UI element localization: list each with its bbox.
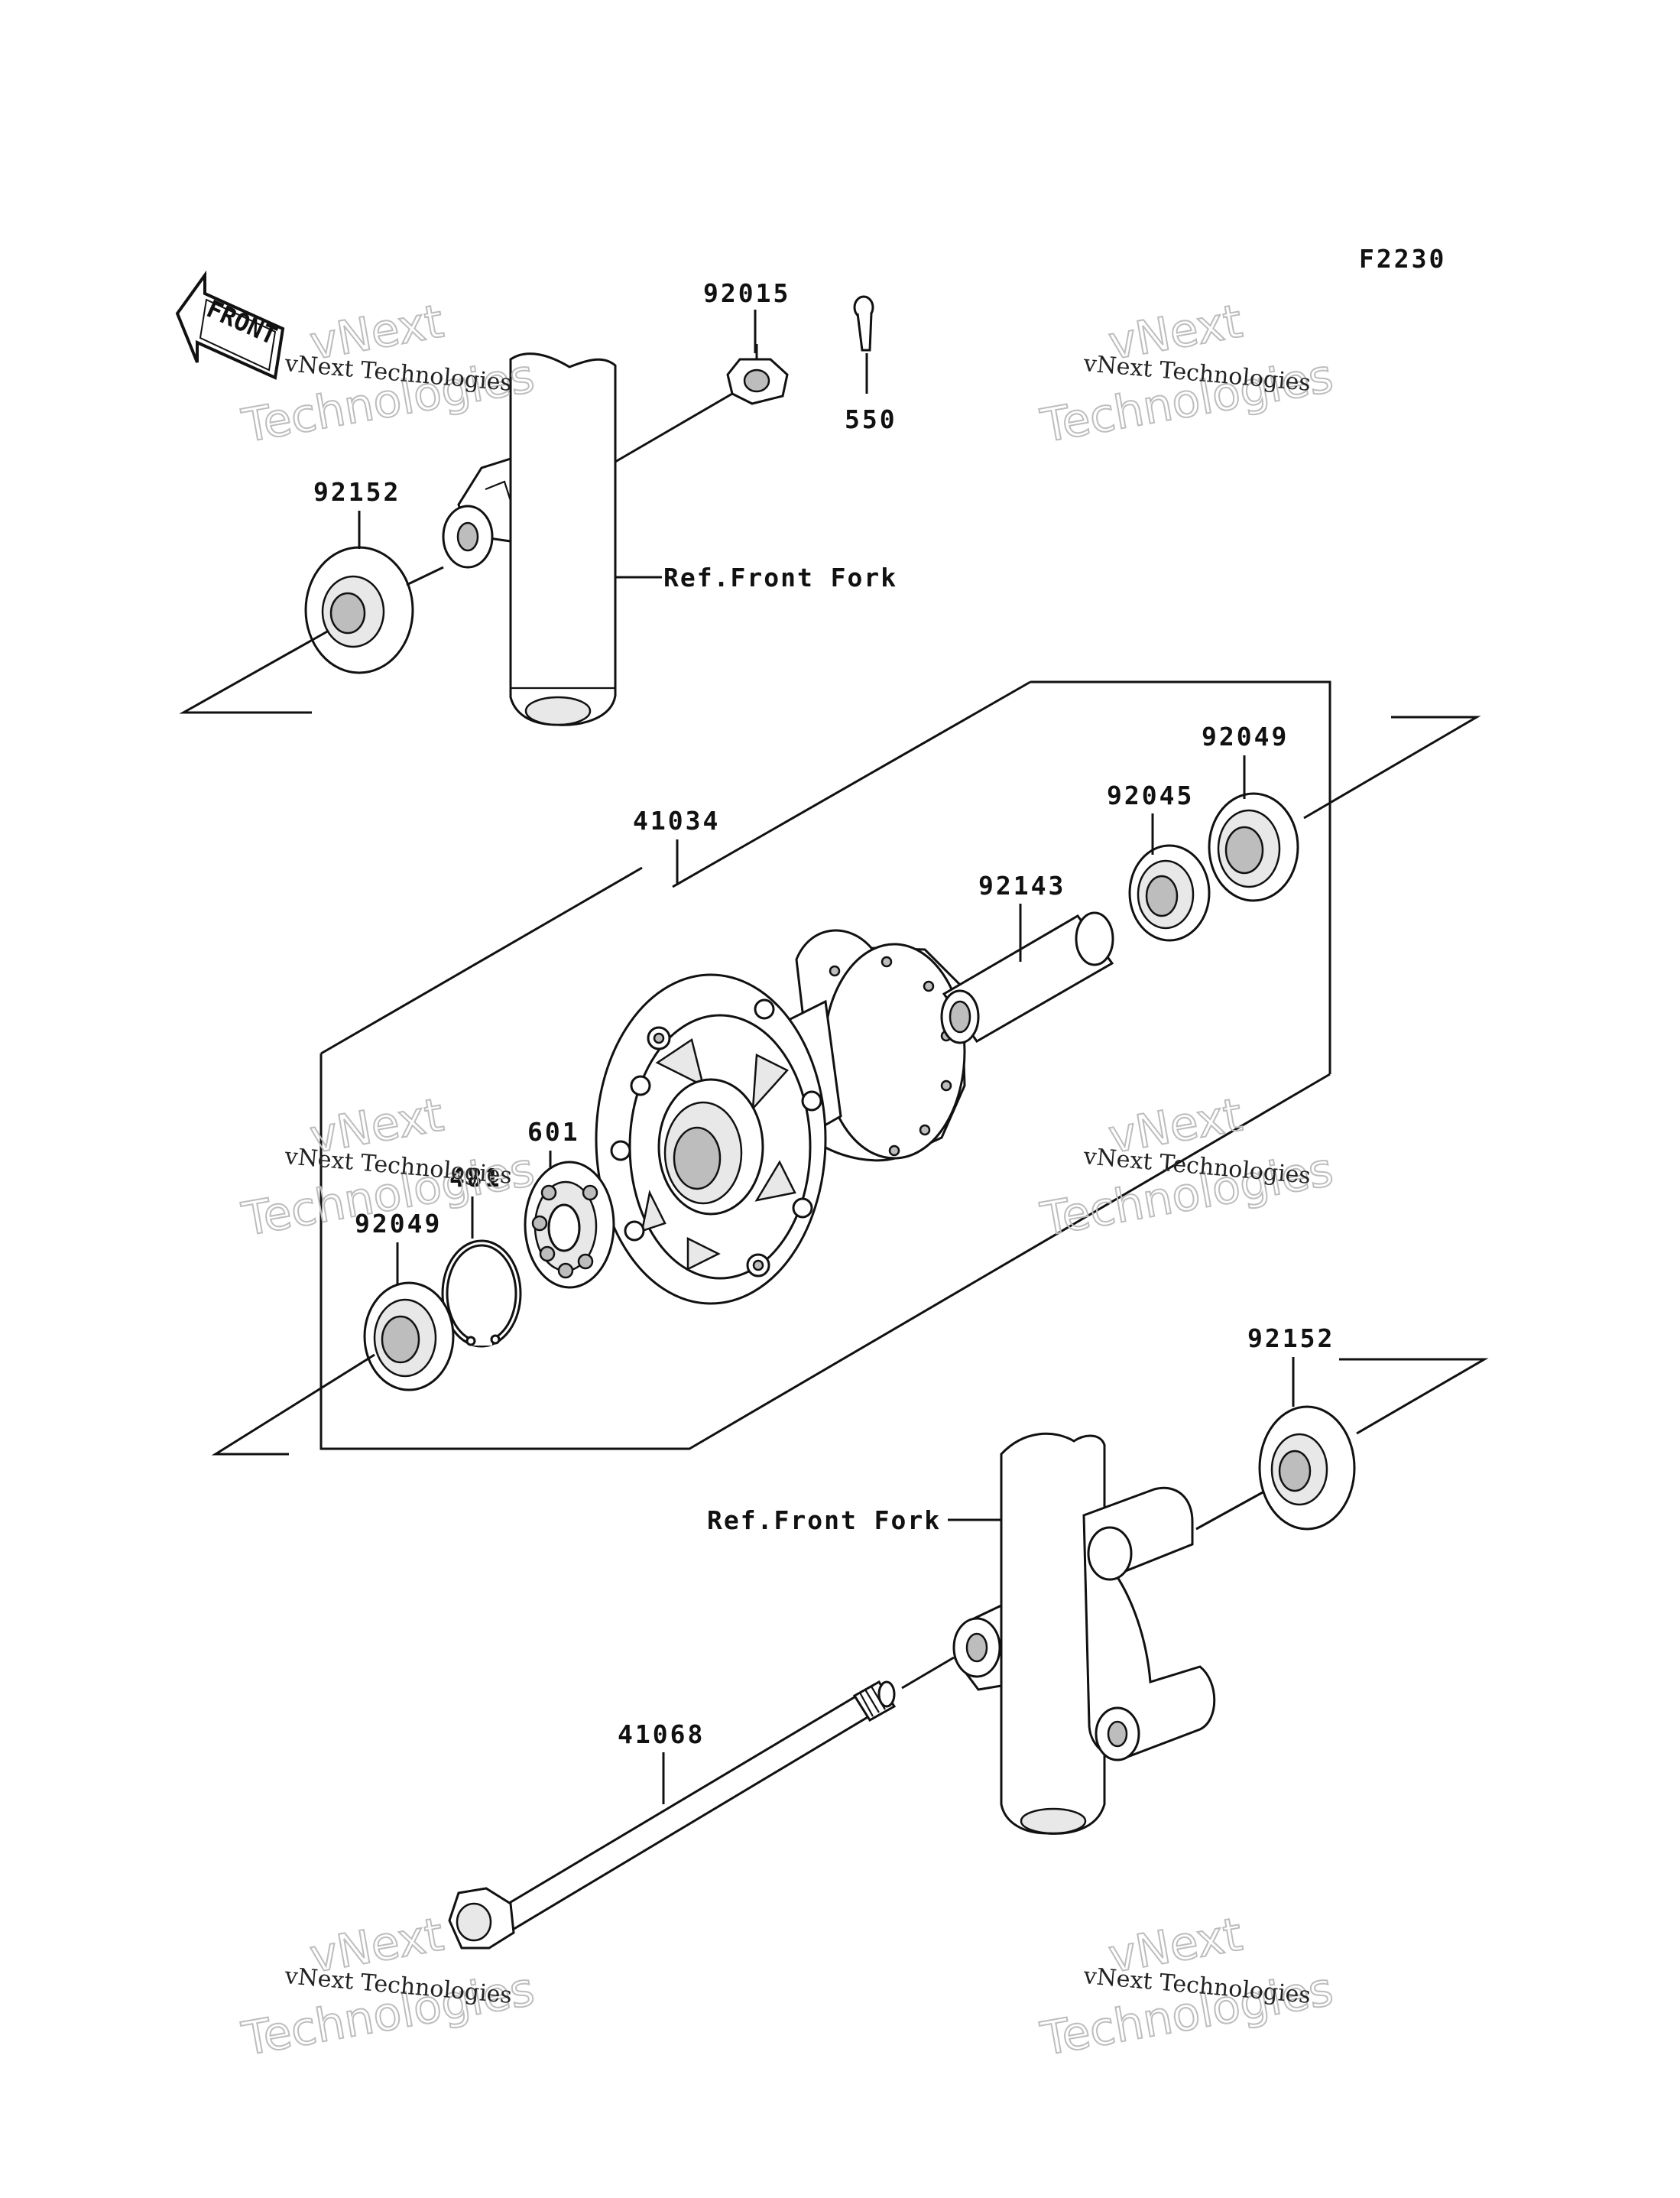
- axis-hub-left: [211, 1353, 375, 1456]
- part-label-92045: 92045: [1107, 781, 1194, 810]
- bearing-92045: [1128, 844, 1211, 942]
- bearing-601: [524, 1161, 615, 1289]
- part-label-481: 481: [449, 1163, 502, 1193]
- part-label-92152-lower: 92152: [1247, 1323, 1335, 1353]
- part-label-92049-left: 92049: [355, 1209, 442, 1239]
- part-label-92015: 92015: [703, 278, 790, 308]
- axis-axle: [901, 1656, 955, 1690]
- axis-upper-right: [406, 566, 444, 586]
- axle-41068: [448, 1680, 897, 1950]
- hub-frame-bottom: [319, 1054, 1331, 1450]
- circlip-481: [441, 1239, 522, 1348]
- lower-fork-ref-label: Ref.Front Fork: [707, 1505, 941, 1535]
- part-label-92143: 92143: [978, 871, 1065, 901]
- hub-frame-left: [320, 866, 643, 1055]
- front-arrow-icon: FRONT: [175, 270, 285, 380]
- diagram-code: F2230: [1359, 244, 1446, 274]
- part-label-41034: 41034: [633, 806, 720, 836]
- watermark-mid-right: vNext Technologies vNext Technologies: [1036, 1087, 1338, 1248]
- part-label-92049-right: 92049: [1202, 722, 1289, 752]
- upper-front-fork: [442, 352, 617, 726]
- part-label-41068: 41068: [618, 1719, 705, 1749]
- collar-92152-upper: [304, 546, 414, 674]
- nut-92015: [726, 344, 789, 405]
- seal-92049-left: [363, 1281, 455, 1391]
- stud-line: [615, 392, 733, 463]
- part-label-92152-upper: 92152: [313, 477, 401, 507]
- cotter-pin-550: [853, 295, 874, 352]
- collar-92152-lower: [1258, 1405, 1356, 1531]
- wheel-hub-41034: [595, 929, 966, 1305]
- part-label-550: 550: [845, 404, 897, 434]
- part-label-601: 601: [527, 1117, 580, 1147]
- hub-frame-top: [1030, 680, 1331, 1074]
- spacer-92143: [940, 911, 1114, 1044]
- hub-frame-top-left: [672, 680, 1031, 888]
- seal-92049-right: [1208, 792, 1299, 902]
- axis-upper-left: [179, 629, 329, 714]
- axis-lower-right: [1339, 1358, 1489, 1435]
- upper-fork-ref-label: Ref.Front Fork: [663, 563, 897, 593]
- watermark-top-right: vNext Technologies vNext Technologies: [1036, 294, 1338, 454]
- watermark-bottom-right: vNext Technologies vNext Technologies: [1036, 1907, 1338, 2067]
- axis-lower-mid: [1195, 1491, 1263, 1531]
- lower-front-fork: [952, 1432, 1216, 1835]
- watermark-top-left: vNext Technologies vNext Technologies: [237, 294, 539, 454]
- axis-hub-right: [1303, 716, 1481, 820]
